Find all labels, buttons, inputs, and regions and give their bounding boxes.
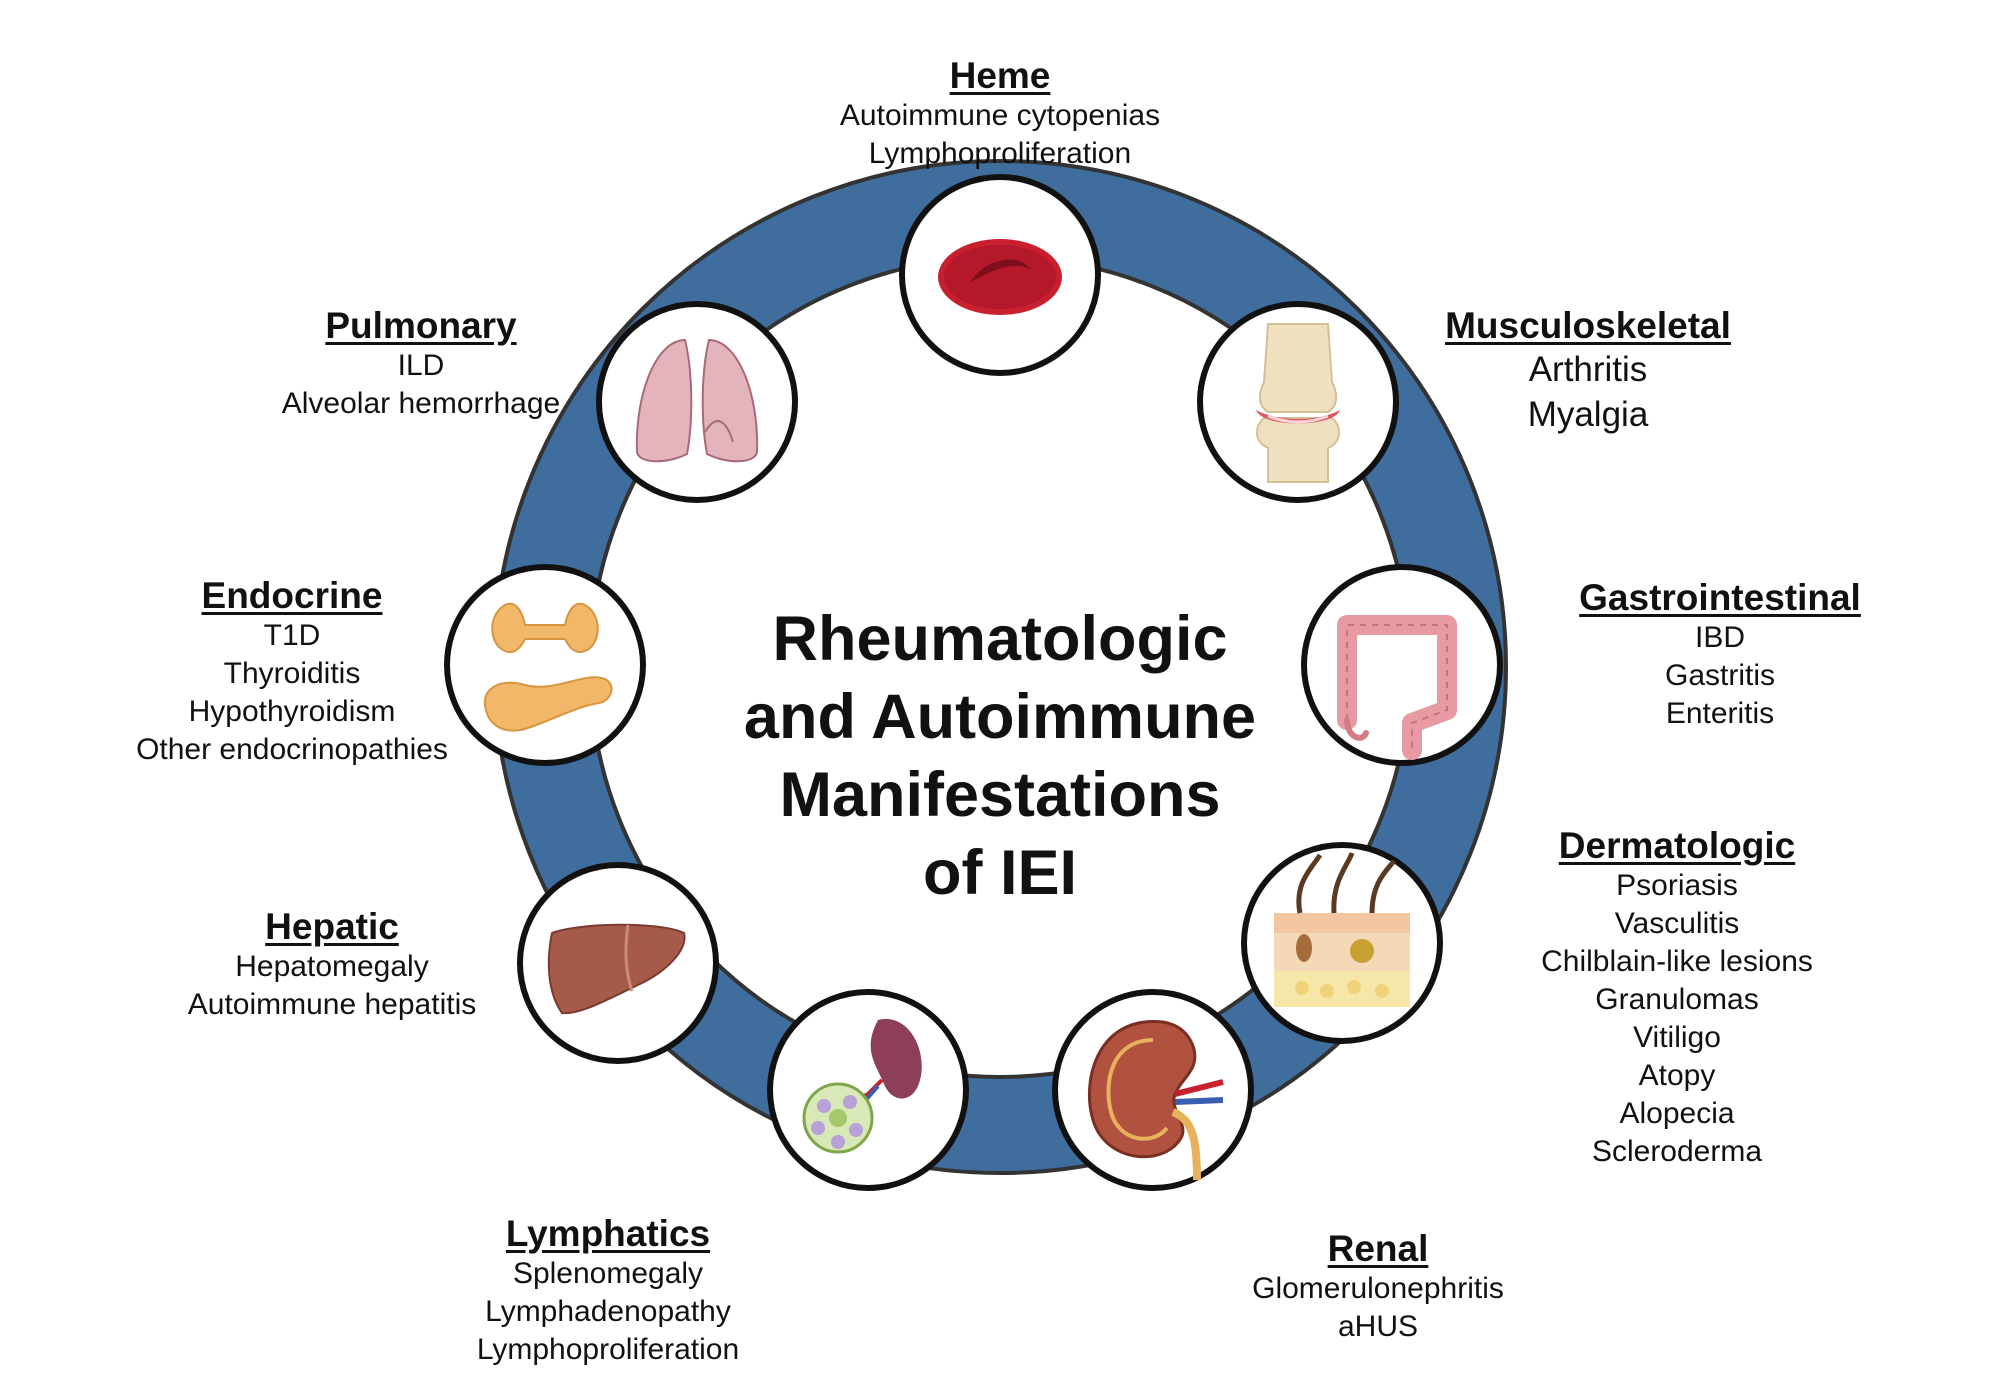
item: Glomerulonephritis — [1252, 1272, 1504, 1305]
spleen-lymph-node-icon — [802, 1018, 922, 1154]
items-endocrine: T1D Thyroiditis Hypothyroidism Other end… — [136, 617, 448, 769]
item: Vitiligo — [1633, 1021, 1721, 1054]
item: Lymphoproliferation — [476, 1333, 740, 1366]
item: Myalgia — [1527, 395, 1649, 434]
node-musculoskeletal — [1197, 301, 1399, 503]
item: Enteritis — [1665, 697, 1775, 730]
thyroid-pancreas-icon — [483, 602, 613, 732]
items-pulmonary: ILD Alveolar hemorrhage — [282, 347, 560, 423]
item: Lymphoproliferation — [868, 137, 1132, 170]
item: Alveolar hemorrhage — [281, 387, 561, 420]
items-renal: Glomerulonephritis aHUS — [1252, 1270, 1504, 1346]
center-title: Rheumatologic and Autoimmune Manifestati… — [743, 604, 1257, 908]
item: Arthritis — [1528, 350, 1648, 389]
label-hepatic: Hepatic Hepatomegaly Autoimmune hepatiti… — [188, 906, 477, 1024]
item: ILD — [397, 349, 445, 382]
heading-pulmonary: Pulmonary — [325, 305, 517, 346]
item: Autoimmune hepatitis — [187, 988, 477, 1021]
items-gastrointestinal: IBD Gastritis Enteritis — [1579, 619, 1861, 733]
intestine-icon — [1337, 615, 1457, 760]
label-lymphatics: Lymphatics Splenomegaly Lymphadenopathy … — [477, 1213, 739, 1369]
item: Splenomegaly — [512, 1257, 704, 1290]
node-heme — [899, 174, 1101, 376]
red-blood-cell-icon — [938, 239, 1062, 315]
heading-renal: Renal — [1327, 1228, 1429, 1269]
item: T1D — [263, 619, 321, 652]
label-endocrine: Endocrine T1D Thyroiditis Hypothyroidism… — [136, 575, 448, 769]
heading-heme: Heme — [949, 55, 1051, 96]
lungs-icon — [635, 338, 759, 463]
heading-gastrointestinal: Gastrointestinal — [1579, 577, 1861, 618]
item: aHUS — [1337, 1310, 1419, 1343]
item: Vasculitis — [1614, 907, 1740, 940]
heading-endocrine: Endocrine — [201, 575, 383, 616]
item: Gastritis — [1664, 659, 1775, 692]
item: Hypothyroidism — [188, 695, 396, 728]
item: IBD — [1694, 621, 1745, 654]
items-heme: Autoimmune cytopenias Lymphoproliferatio… — [840, 97, 1160, 173]
item: Chilblain-like lesions — [1541, 945, 1813, 978]
items-lymphatics: Splenomegaly Lymphadenopathy Lymphoproli… — [477, 1255, 739, 1369]
node-gastrointestinal — [1301, 564, 1503, 766]
items-musculoskeletal: Arthritis Myalgia — [1445, 347, 1731, 437]
skin-icon — [1274, 852, 1410, 1007]
item: Alopecia — [1619, 1097, 1735, 1130]
label-dermatologic: Dermatologic Psoriasis Vasculitis Chilbl… — [1541, 825, 1813, 1171]
node-hepatic — [517, 862, 719, 1064]
item: Hepatomegaly — [235, 950, 429, 983]
heading-musculoskeletal: Musculoskeletal — [1445, 305, 1731, 346]
kidney-icon — [1087, 1020, 1224, 1181]
item: Lymphadenopathy — [485, 1295, 731, 1328]
node-lymphatics — [767, 989, 969, 1191]
item: Thyroiditis — [223, 657, 361, 690]
item: Atopy — [1638, 1059, 1716, 1092]
item: Autoimmune cytopenias — [839, 99, 1161, 132]
item: Other endocrinopathies — [136, 733, 448, 766]
item: Granulomas — [1595, 983, 1759, 1016]
item: Scleroderma — [1591, 1135, 1763, 1168]
node-pulmonary — [596, 301, 798, 503]
heading-hepatic: Hepatic — [265, 906, 399, 947]
items-dermatologic: Psoriasis Vasculitis Chilblain-like lesi… — [1541, 867, 1813, 1171]
liver-icon — [547, 923, 686, 1015]
heading-lymphatics: Lymphatics — [505, 1213, 711, 1254]
node-endocrine — [444, 564, 646, 766]
node-dermatologic — [1241, 842, 1443, 1044]
item: Psoriasis — [1616, 869, 1738, 902]
node-renal — [1052, 989, 1254, 1191]
label-pulmonary: Pulmonary ILD Alveolar hemorrhage — [282, 305, 560, 423]
label-heme: Heme Autoimmune cytopenias Lymphoprolife… — [840, 55, 1160, 173]
joint-icon — [1256, 323, 1340, 483]
label-gastrointestinal: Gastrointestinal IBD Gastritis Enteritis — [1579, 577, 1861, 733]
label-musculoskeletal: Musculoskeletal Arthritis Myalgia — [1445, 305, 1731, 437]
heading-dermatologic: Dermatologic — [1558, 825, 1796, 866]
items-hepatic: Hepatomegaly Autoimmune hepatitis — [188, 948, 477, 1024]
label-renal: Renal Glomerulonephritis aHUS — [1252, 1228, 1504, 1346]
